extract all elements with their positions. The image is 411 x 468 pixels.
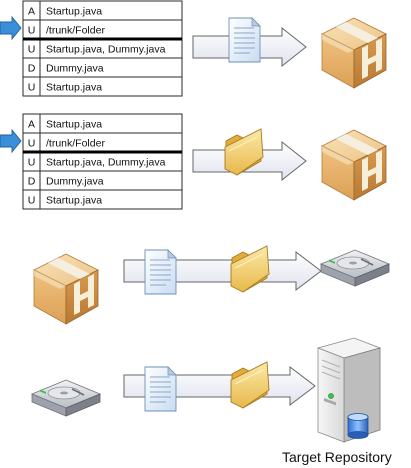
action-code: U [28,138,36,150]
table-frame [22,0,183,97]
folder-icon [230,245,270,293]
log-row: U Startup.java [23,76,182,94]
changed-path: Dummy.java [46,63,104,75]
changed-path: Startup.java, Dummy.java [46,157,166,169]
document-icon [144,366,177,412]
row-pointer-arrow-2 [0,128,22,154]
log-row: A Startup.java [28,6,102,18]
changed-path: Startup.java [46,195,102,207]
log-row: U Startup.java [23,189,182,207]
package-box-icon [33,253,99,325]
action-code: A [28,119,35,131]
log-row: A Startup.java [28,119,102,131]
changed-path: Startup.java [46,82,102,94]
action-code: A [28,6,35,18]
target-repository-label: Target Repository [282,449,392,465]
database-cylinder-icon [347,413,369,439]
log-row: D Dummy.java [23,57,182,75]
hard-drive-icon [31,379,101,417]
hard-drive-icon [320,249,390,287]
changed-path: /trunk/Folder [46,138,105,150]
document-icon [228,17,261,63]
log-row: D Dummy.java [23,170,182,188]
log-row: U/trunk/Folder [23,132,182,150]
action-code: D [28,176,36,188]
action-code: U [28,82,36,94]
changed-path: /trunk/Folder [46,25,105,37]
log-row: U Startup.java, Dummy.java [23,37,182,56]
log-row: U/trunk/Folder [23,19,182,37]
package-box-icon [321,129,387,201]
action-code: U [28,195,36,207]
action-code: U [28,44,36,56]
document-icon [144,249,177,295]
table-frame [22,113,183,210]
changed-path: Startup.java [46,119,102,131]
row-pointer-arrow-1 [0,15,22,41]
changed-path: Startup.java [46,6,102,18]
folder-icon [230,361,270,409]
action-code: U [28,157,36,169]
action-code: U [28,25,36,37]
package-box-icon [321,17,387,89]
changed-path: Dummy.java [46,176,104,188]
action-code: D [28,63,36,75]
changed-path: Startup.java, Dummy.java [46,44,166,56]
log-row: U Startup.java, Dummy.java [23,150,182,169]
server-icon [317,337,381,443]
